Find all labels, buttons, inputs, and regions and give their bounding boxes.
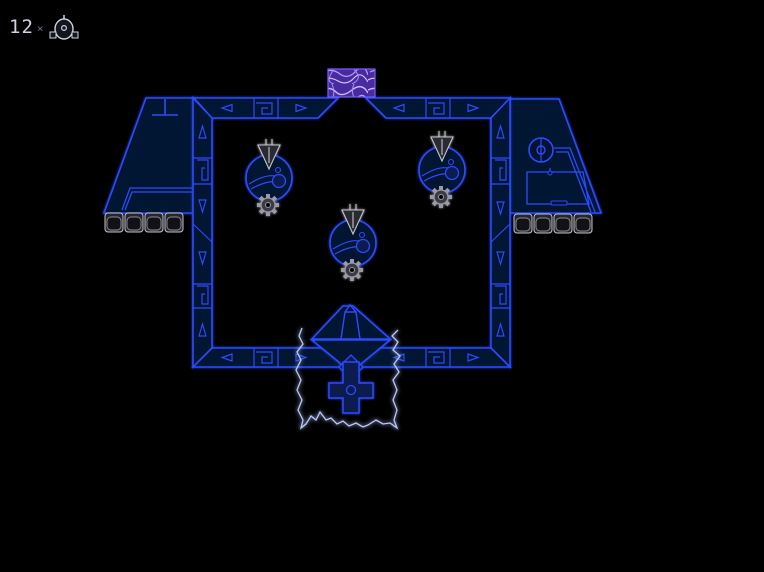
player-ship-cross-base bbox=[328, 361, 374, 414]
lives-count: 12 bbox=[9, 16, 34, 38]
gear-icon bbox=[430, 186, 452, 208]
left-tank-pipe bbox=[121, 187, 192, 211]
left-tank-roller bbox=[164, 212, 184, 233]
portal-block bbox=[327, 68, 376, 98]
lightning-field bbox=[295, 327, 401, 430]
lightning-right-arc bbox=[362, 329, 401, 430]
right-tank-roller bbox=[513, 213, 533, 234]
right-tank-roller bbox=[573, 213, 593, 234]
right-tank-rollers bbox=[513, 213, 593, 234]
player-ship-sail bbox=[310, 305, 393, 340]
left-tank-rollers bbox=[104, 212, 184, 233]
multiplier-symbol: × bbox=[36, 21, 44, 35]
left-tank-body bbox=[102, 97, 195, 214]
enemy-orb-orb-center[interactable] bbox=[329, 204, 377, 281]
player-ship[interactable] bbox=[309, 303, 393, 414]
lives-hud: 12 × bbox=[9, 13, 80, 41]
enemy-orb-orb-right[interactable] bbox=[418, 131, 466, 208]
enemy-orbs bbox=[245, 131, 466, 281]
right-tank-roller bbox=[553, 213, 573, 234]
right-tank-dial-icon bbox=[528, 137, 554, 163]
left-tank-roller bbox=[144, 212, 164, 233]
left-tank-antenna bbox=[152, 99, 178, 116]
gear-icon bbox=[341, 259, 363, 281]
gear-icon bbox=[257, 194, 279, 216]
right-tank-roller bbox=[533, 213, 553, 234]
enemy-orb-orb-left[interactable] bbox=[245, 139, 293, 216]
left-tank bbox=[102, 97, 195, 233]
right-tank-circuit bbox=[526, 147, 596, 213]
ship-icon bbox=[49, 15, 79, 40]
left-tank-roller bbox=[124, 212, 144, 233]
lightning-left-arc bbox=[295, 327, 364, 430]
left-tank-roller bbox=[104, 212, 124, 233]
greek-key-ornaments bbox=[197, 102, 507, 364]
right-tank bbox=[509, 98, 603, 234]
